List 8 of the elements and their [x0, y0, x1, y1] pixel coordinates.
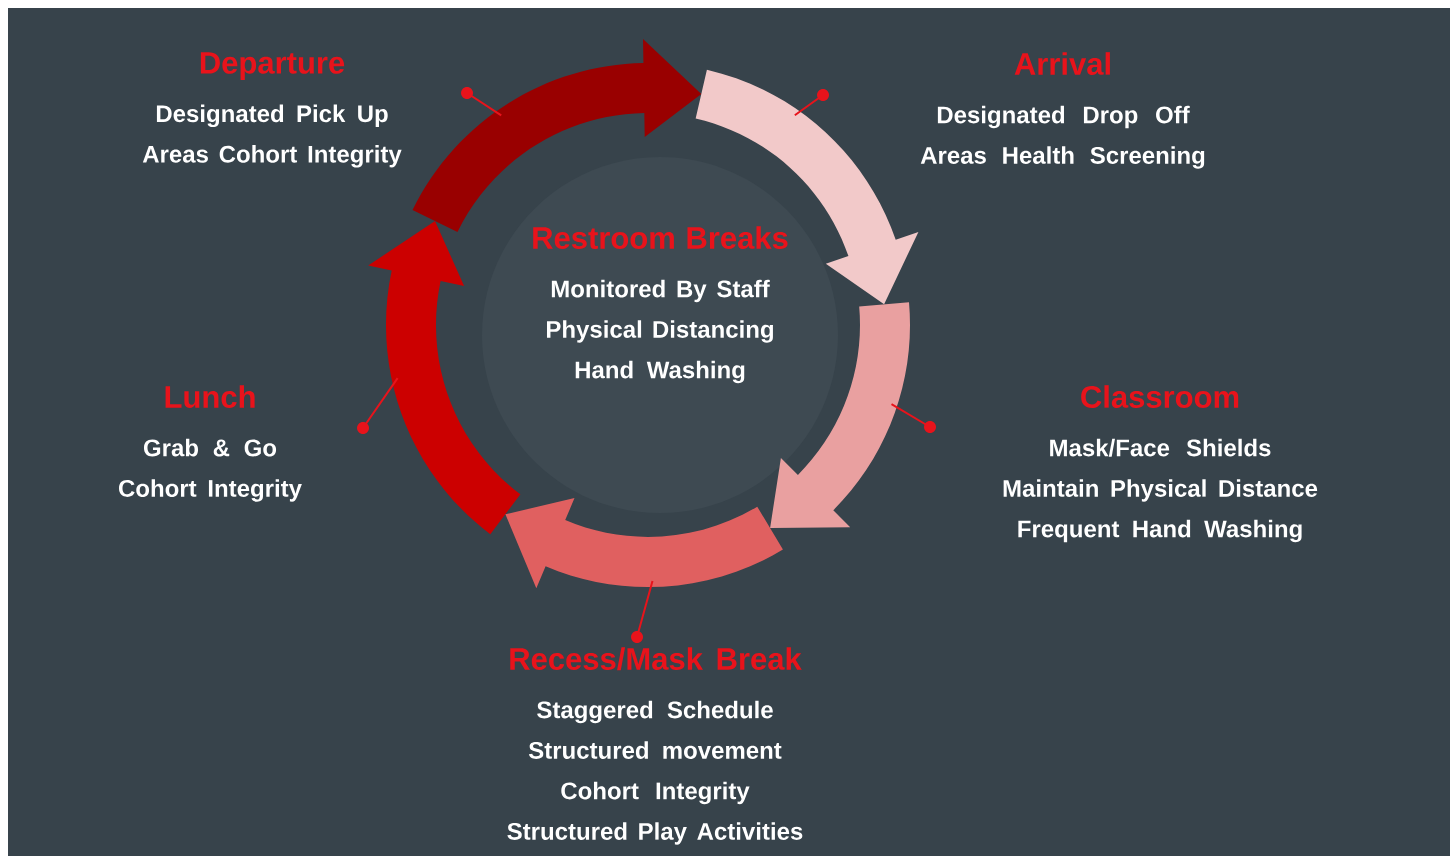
- arrow-segment: [505, 498, 783, 589]
- stage-label: Classroom Mask/Face Shields Maintain Physical Distance Frequent Hand Washing: [1003, 385, 1318, 543]
- stage-label: Departure Designated Pick Up Areas Cohort Integrity: [142, 52, 402, 168]
- stage-label: Recess/Mask Break Staggered Schedule Structured movement Cohort Integrity Structured Play Activities: [507, 647, 803, 845]
- stage-label: Arrival Designated Drop Off Areas Health Screening: [920, 52, 1205, 169]
- arrow-segment: [368, 221, 521, 535]
- stage-label: Restroom Breaks Monitored By Staff Physical Distancing Hand Washing: [533, 226, 788, 384]
- stage-label: Lunch Grab & Go Cohort Integrity: [119, 385, 302, 502]
